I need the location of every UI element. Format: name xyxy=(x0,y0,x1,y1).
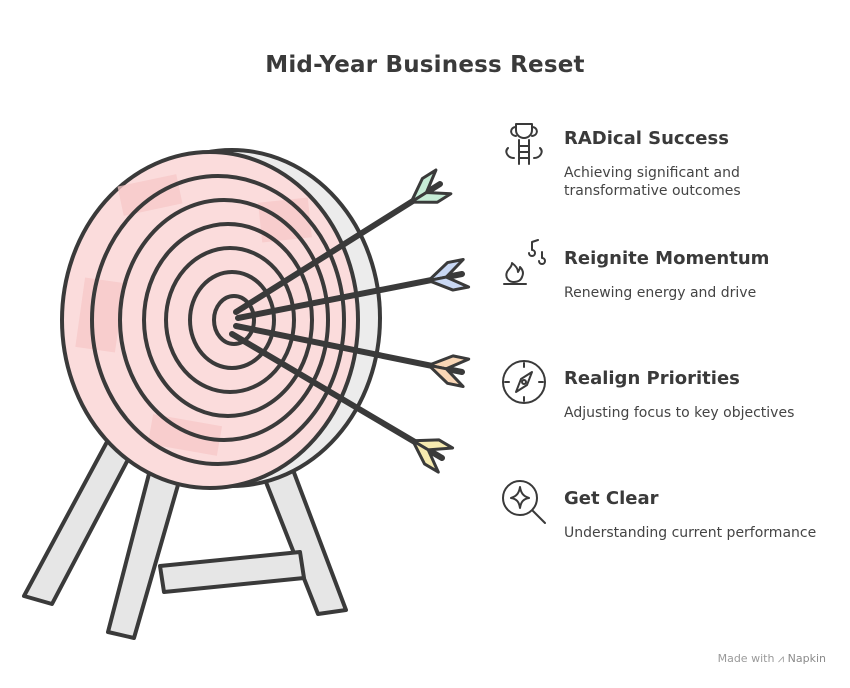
target-board xyxy=(60,148,382,490)
item-heading: RADical Success xyxy=(564,128,729,149)
item-heading: Get Clear xyxy=(564,488,659,509)
arrow-fletching xyxy=(409,168,453,204)
compass-icon xyxy=(502,360,546,404)
item-description: Adjusting focus to key objectives xyxy=(564,405,795,421)
item-heading: Realign Priorities xyxy=(564,368,740,389)
item-description: Understanding current performance xyxy=(564,525,817,541)
arrows-group xyxy=(229,168,471,474)
arrow-fletching xyxy=(427,354,471,389)
arrow-shaft xyxy=(233,323,465,375)
item-description: Achieving significant and transformative… xyxy=(564,165,741,199)
flame-music-icon xyxy=(503,239,546,285)
item-heading: Reignite Momentum xyxy=(564,248,770,269)
diagram-title: Mid-Year Business Reset xyxy=(265,52,585,78)
target-stand xyxy=(22,438,348,640)
item-description: Renewing energy and drive xyxy=(564,285,757,301)
napkin-logo-icon: ⩘ xyxy=(777,652,785,665)
arrow-3 xyxy=(233,323,471,389)
credit-prefix: Made with xyxy=(717,652,775,665)
arrow-shaft xyxy=(233,181,443,315)
made-with-credit[interactable]: Made with ⩘ Napkin xyxy=(718,652,826,666)
arrow-fletching xyxy=(427,257,471,292)
magnifier-sparkle-icon xyxy=(502,480,546,524)
trophy-ladder-icon xyxy=(505,123,543,165)
arrow-fletching xyxy=(411,438,455,474)
arrow-4 xyxy=(229,331,455,474)
arrow-shaft xyxy=(229,331,445,461)
arrow-2 xyxy=(235,257,471,321)
arrow-1 xyxy=(233,168,453,315)
credit-brand: Napkin xyxy=(787,652,826,665)
arrow-shaft xyxy=(235,271,465,321)
